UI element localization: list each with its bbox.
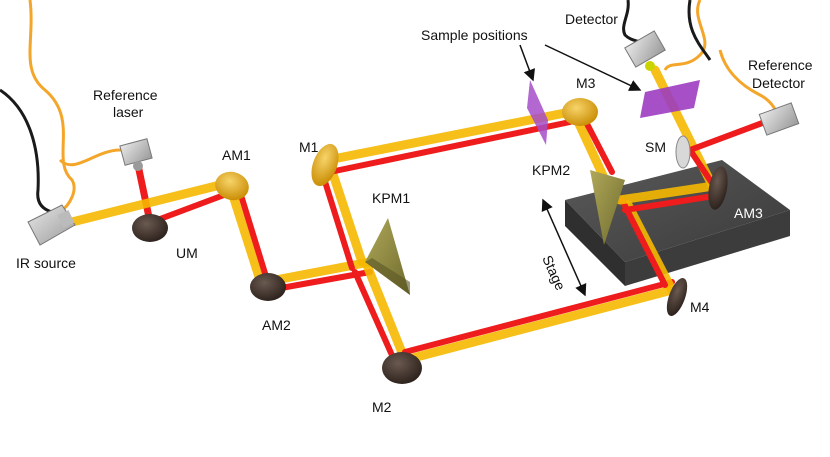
cables: [0, 0, 780, 214]
stage-side: [625, 210, 790, 286]
stage-top: [565, 160, 790, 262]
ir-beam-am1-am2: [225, 181, 265, 285]
detector-device: [624, 30, 666, 71]
ir-source-device: [27, 204, 76, 246]
mirrors: [132, 98, 728, 384]
am2-mirror: [250, 273, 286, 301]
label-reference-laser-1: Reference: [93, 87, 158, 103]
ir-beam-kpm2-am3: [615, 180, 725, 205]
labels: IR source Reference laser UM AM1 AM2 M1 …: [16, 11, 813, 415]
sm-mirror: [675, 135, 691, 169]
label-am1: AM1: [222, 147, 251, 163]
m2-mirror: [382, 352, 422, 384]
ir-source-cable-orange: [28, 0, 76, 214]
sample-arrow-1: [519, 44, 535, 82]
beam-paths: [67, 65, 768, 365]
ref-beam-sm-refdet: [687, 119, 768, 153]
label-um: UM: [176, 245, 198, 261]
ref-beam-kpm2-am3: [622, 192, 723, 213]
kpm1-prism-face: [365, 258, 410, 295]
ref-beam-kpm1-m2: [352, 269, 398, 365]
label-kpm2: KPM2: [532, 162, 570, 178]
m4-mirror: [666, 278, 688, 316]
ref-beam-down: [134, 161, 154, 226]
label-reference-detector-1: Reference: [748, 57, 813, 73]
ref-detector-cable: [718, 49, 780, 116]
ref-beam-m4-kpm2: [619, 197, 668, 288]
label-sample-positions: Sample positions: [421, 27, 528, 43]
m1-mirror: [311, 143, 339, 187]
ir-beam-m2-m4: [400, 285, 677, 365]
m3-mirror: [562, 98, 598, 126]
ir-beam-m1-m3: [323, 107, 575, 165]
ref-beam-m1-m3: [327, 119, 573, 175]
reference-detector-device: [758, 102, 800, 136]
reference-laser-device: [119, 138, 153, 171]
label-am2: AM2: [262, 317, 291, 333]
label-am3: AM3: [734, 205, 763, 221]
kpm2-prism: [590, 170, 625, 245]
am3-mirror: [708, 166, 728, 210]
ref-beam-am1-am2: [237, 189, 271, 286]
prisms: [365, 170, 625, 295]
ir-beam-m4-kpm2: [623, 200, 677, 295]
ir-beam-kpm1-m1: [325, 160, 367, 267]
label-reference-detector-2: Detector: [752, 75, 805, 91]
label-reference-laser-2: laser: [113, 104, 144, 120]
ref-beam-m3-kpm2: [582, 117, 615, 175]
um-mirror: [132, 214, 168, 242]
label-detector: Detector: [565, 11, 618, 27]
ref-beam-m2-m4: [402, 279, 675, 355]
am1-mirror: [215, 171, 249, 201]
label-sm: SM: [645, 139, 666, 155]
sample-arrow-2: [544, 44, 642, 91]
detector-cable-orange: [663, 0, 707, 71]
label-m2: M2: [372, 399, 392, 415]
label-m3: M3: [576, 75, 596, 91]
label-stage: Stage: [539, 253, 569, 293]
ref-beam-kpm1-m1: [319, 169, 355, 271]
ir-source-cable-black: [0, 88, 53, 214]
sample-plate-1: [527, 80, 548, 145]
label-m1: M1: [299, 139, 319, 155]
ir-beam-kpm1-m2: [363, 263, 410, 365]
devices: [27, 30, 800, 246]
label-kpm1: KPM1: [372, 190, 410, 206]
stage-double-arrow: [541, 198, 587, 297]
label-m4: M4: [690, 299, 710, 315]
sample-plate-2: [640, 80, 700, 118]
samples: [527, 80, 700, 145]
label-ir-source: IR source: [16, 255, 76, 271]
ir-beam-source: [67, 177, 237, 227]
ref-detector-cable-black: [687, 0, 712, 61]
annotation-arrows: [519, 44, 642, 297]
ref-beam-um-am1: [149, 189, 235, 225]
